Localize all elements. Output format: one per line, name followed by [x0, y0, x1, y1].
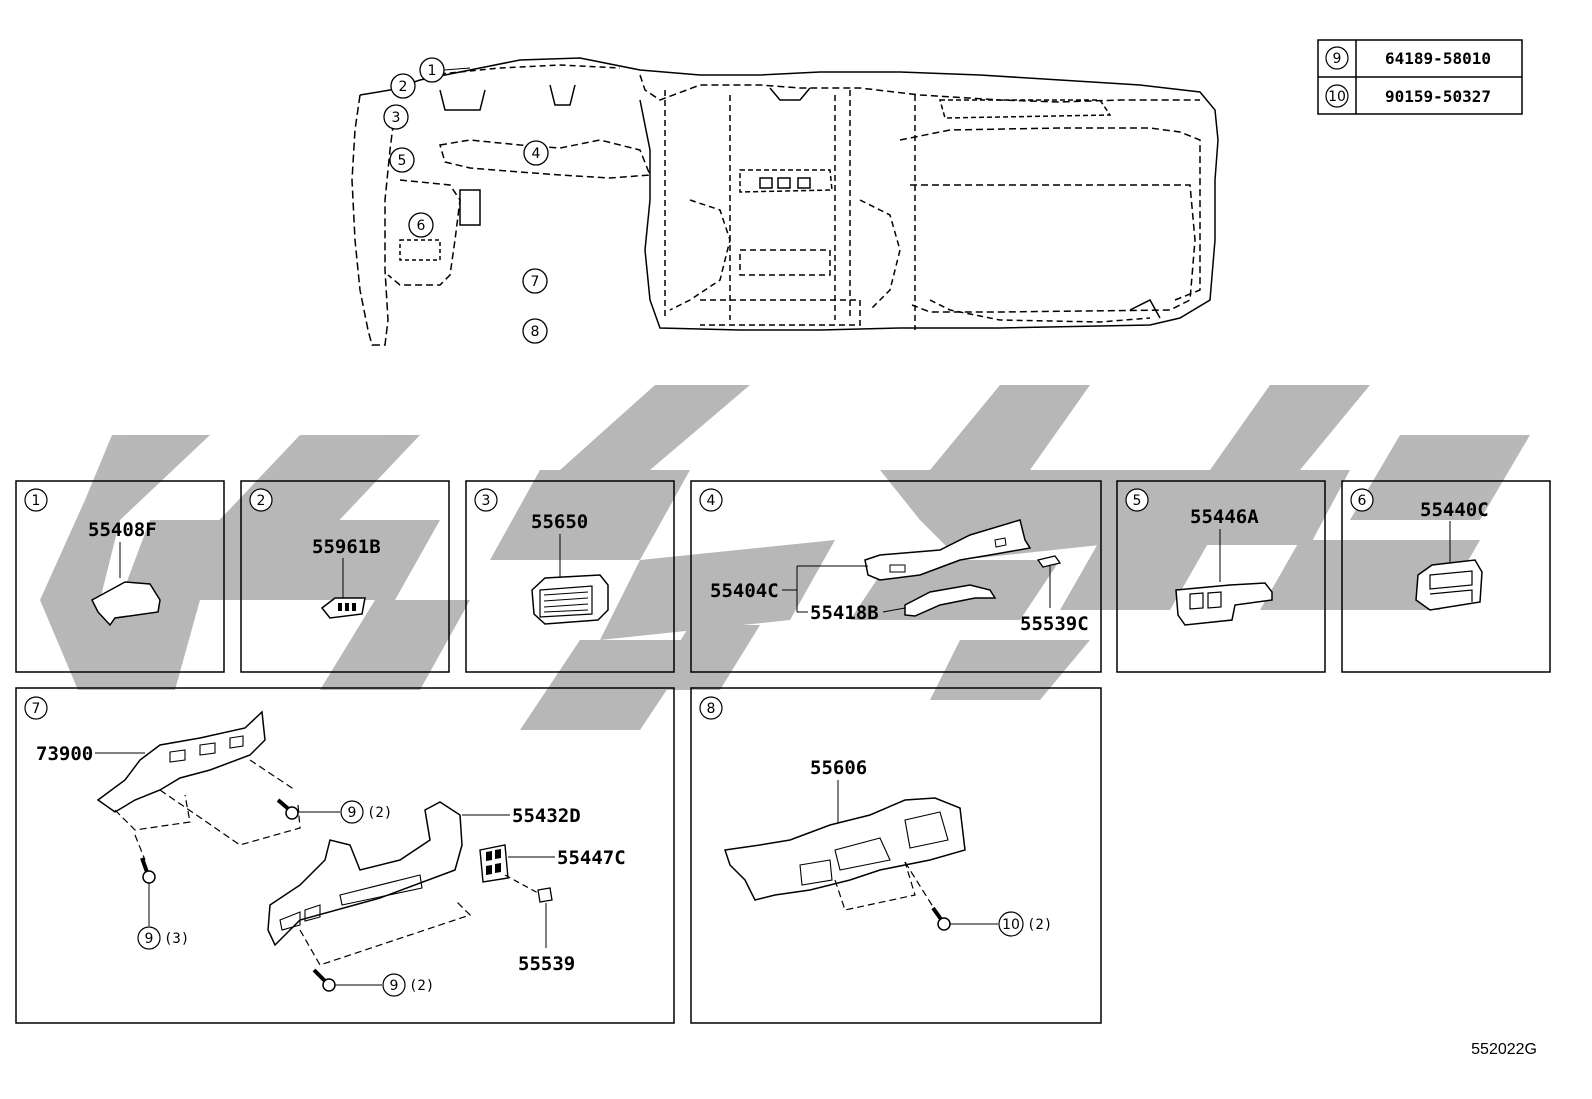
part-number-55446A[interactable]: 55446A: [1190, 506, 1259, 528]
diagram-code: 552022G: [1471, 1041, 1537, 1058]
overview-callouts: 1 2 3 4 5 6 7 8: [383, 57, 549, 344]
svg-text:7: 7: [531, 274, 540, 290]
part-number-55961B[interactable]: 55961B: [312, 536, 381, 558]
svg-text:9: 9: [348, 805, 357, 821]
svg-text:(2): (2): [409, 978, 434, 994]
svg-text:7: 7: [32, 701, 41, 717]
svg-text:8: 8: [707, 701, 716, 717]
fastener-callout-9-qty-2-upper[interactable]: 9 (2): [340, 800, 392, 824]
panel-7: 7 73900 9 (2) 9 (3) 5: [15, 687, 675, 1024]
part-number-55432D[interactable]: 55432D: [512, 805, 581, 827]
fastener-row-9: 9 64189-58010: [1325, 46, 1491, 70]
svg-text:90159-50327: 90159-50327: [1385, 87, 1491, 106]
svg-text:5: 5: [1133, 493, 1142, 509]
callout-3[interactable]: 3: [383, 104, 409, 130]
svg-text:6: 6: [1358, 493, 1367, 509]
svg-text:9: 9: [145, 931, 154, 947]
panel-2: 2 55961B: [240, 480, 450, 673]
svg-text:9: 9: [1333, 51, 1342, 67]
bolt-9-b: [140, 857, 156, 884]
svg-text:1: 1: [428, 63, 437, 79]
panel-6: 6 55440C: [1341, 480, 1551, 673]
dashboard-assembly-drawing: [351, 57, 1219, 346]
callout-1[interactable]: 1: [419, 57, 445, 83]
watermark-logo: [40, 385, 1530, 730]
svg-text:10: 10: [1328, 89, 1346, 105]
part-number-55606[interactable]: 55606: [810, 757, 867, 779]
callout-4[interactable]: 4: [523, 140, 549, 166]
callout-6[interactable]: 6: [408, 212, 434, 238]
callout-8[interactable]: 8: [522, 318, 548, 344]
svg-text:1: 1: [32, 493, 41, 509]
fastener-callout-9-qty-2-lower[interactable]: 9 (2): [382, 973, 434, 997]
part-number-73900[interactable]: 73900: [36, 743, 93, 765]
svg-text:8: 8: [531, 324, 540, 340]
bolt-10: [931, 906, 951, 931]
svg-text:(3): (3): [164, 931, 189, 947]
svg-text:(2): (2): [367, 805, 392, 821]
fastener-table: 9 64189-58010 10 90159-50327: [1317, 39, 1523, 115]
panel-4: 4 55404C 55418B 55539C: [690, 480, 1102, 673]
svg-text:4: 4: [532, 146, 541, 162]
callout-7[interactable]: 7: [522, 268, 548, 294]
callout-5[interactable]: 5: [389, 147, 415, 173]
part-number-55408F[interactable]: 55408F: [88, 519, 157, 541]
svg-text:3: 3: [482, 493, 491, 509]
svg-text:(2): (2): [1027, 917, 1052, 933]
part-number-55447C[interactable]: 55447C: [557, 847, 626, 869]
svg-text:9: 9: [390, 978, 399, 994]
fastener-row-10: 10 90159-50327: [1325, 84, 1491, 108]
part-number-55539[interactable]: 55539: [518, 953, 575, 975]
svg-text:10: 10: [1002, 917, 1020, 933]
panel-1: 1 55408F: [15, 480, 225, 673]
bolt-9-c: [312, 968, 336, 992]
panel-3: 3 55650: [465, 480, 675, 673]
part-number-55404C[interactable]: 55404C: [710, 580, 779, 602]
part-number-55539C[interactable]: 55539C: [1020, 613, 1089, 635]
callout-2[interactable]: 2: [390, 73, 416, 99]
part-number-55418B[interactable]: 55418B: [810, 602, 879, 624]
svg-text:2: 2: [257, 493, 266, 509]
svg-text:64189-58010: 64189-58010: [1385, 49, 1491, 68]
part-number-55650[interactable]: 55650: [531, 511, 588, 533]
part-number-55440C[interactable]: 55440C: [1420, 499, 1489, 521]
fastener-callout-10-qty-2[interactable]: 10 (2): [998, 911, 1052, 937]
svg-text:6: 6: [417, 218, 426, 234]
fastener-callout-9-qty-3[interactable]: 9 (3): [137, 926, 189, 950]
svg-text:4: 4: [707, 493, 716, 509]
panel-8: 8 55606 10 (2): [690, 687, 1102, 1024]
panel-5: 5 55446A: [1116, 480, 1326, 673]
svg-text:5: 5: [398, 153, 407, 169]
svg-text:3: 3: [392, 110, 401, 126]
bolt-9-a: [276, 798, 299, 820]
svg-text:2: 2: [399, 79, 408, 95]
